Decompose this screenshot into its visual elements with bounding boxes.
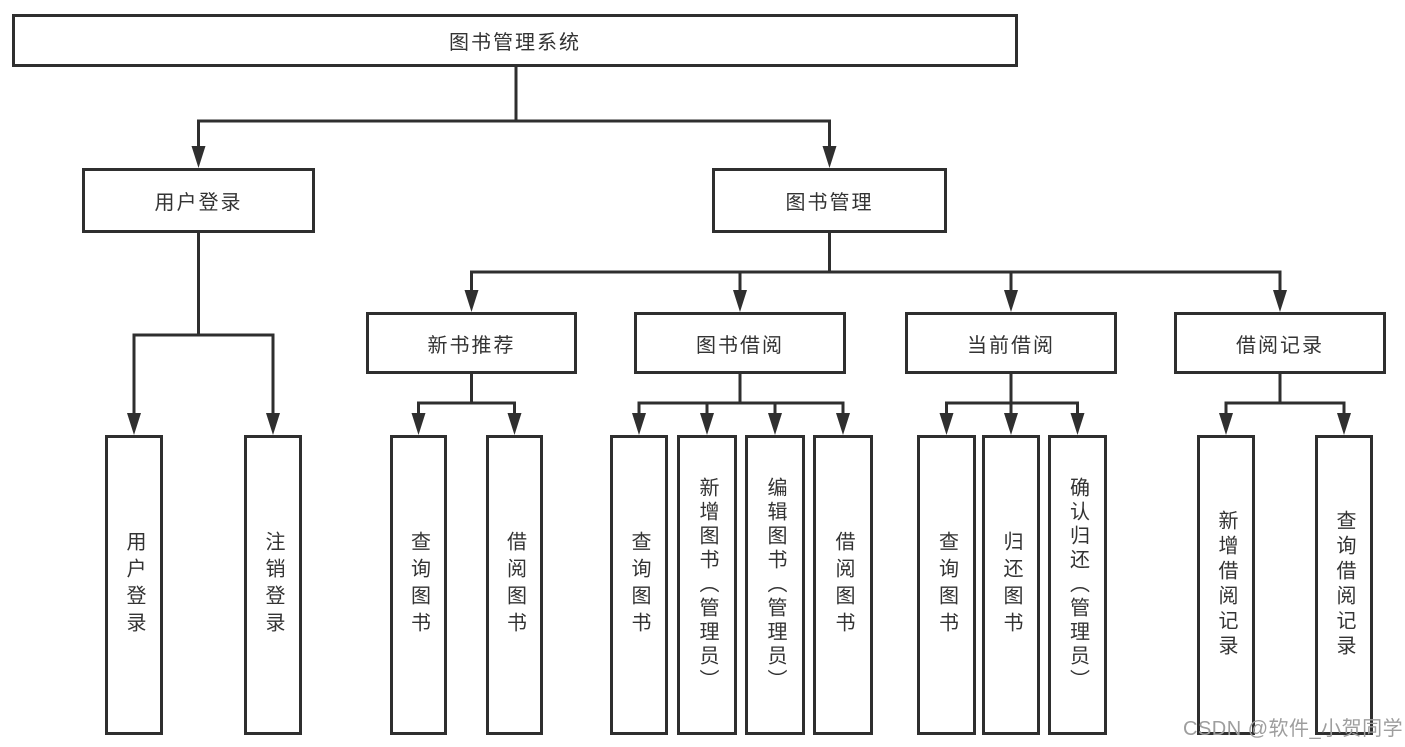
leaf-borrow-books: 借阅图书 (813, 435, 873, 735)
node-label: 注销登录 (262, 531, 284, 639)
node-root-system: 图书管理系统 (12, 14, 1018, 67)
tree-edges (132, 66, 1346, 414)
arrowheads (127, 146, 1351, 435)
node-label: 查询借阅记录 (1333, 510, 1355, 660)
leaf-add-borrow-record: 新增借阅记录 (1197, 435, 1255, 735)
node-label: 新增图书（管理员） (696, 477, 718, 693)
node-label: 查询图书 (935, 531, 958, 639)
node-current-borrowing: 当前借阅 (905, 312, 1117, 374)
leaf-return-books: 归还图书 (982, 435, 1040, 735)
node-label: 借阅图书 (832, 531, 854, 639)
node-label: 用户登录 (123, 531, 145, 639)
node-label: 查询图书 (628, 531, 650, 639)
leaf-user-login: 用户登录 (105, 435, 163, 735)
node-label: 用户登录 (154, 192, 243, 214)
node-new-book-recommendation: 新书推荐 (366, 312, 577, 374)
node-label: 编辑图书（管理员） (764, 477, 786, 693)
node-label: 图书管理 (785, 192, 874, 214)
csdn-watermark: CSDN @软件_小贺同学 (1183, 718, 1404, 740)
leaf-confirm-return-admin: 确认归还（管理员） (1048, 435, 1107, 735)
leaf-logout: 注销登录 (244, 435, 302, 735)
leaf-query-books-recommend: 查询图书 (390, 435, 447, 735)
node-label: 归还图书 (1000, 531, 1022, 639)
node-label: 查询图书 (407, 531, 430, 639)
node-label: 当前借阅 (967, 334, 1055, 357)
leaf-borrow-books-recommend: 借阅图书 (486, 435, 543, 735)
node-label: 图书借阅 (696, 334, 784, 357)
node-book-management: 图书管理 (712, 168, 947, 233)
node-label: 新书推荐 (427, 334, 516, 357)
node-user-login: 用户登录 (82, 168, 315, 233)
node-label: 确认归还（管理员） (1066, 477, 1089, 693)
node-label: 借阅图书 (503, 531, 526, 639)
leaf-edit-books-admin: 编辑图书（管理员） (745, 435, 805, 735)
node-label: 图书管理系统 (449, 32, 581, 54)
leaf-add-books-admin: 新增图书（管理员） (677, 435, 737, 735)
node-label: 新增借阅记录 (1215, 510, 1237, 660)
node-book-borrowing: 图书借阅 (634, 312, 846, 374)
leaf-query-books-current: 查询图书 (917, 435, 976, 735)
leaf-query-books-borrow: 查询图书 (610, 435, 668, 735)
leaf-query-borrow-record: 查询借阅记录 (1315, 435, 1373, 735)
node-borrowing-records: 借阅记录 (1174, 312, 1386, 374)
node-label: 借阅记录 (1236, 334, 1324, 357)
